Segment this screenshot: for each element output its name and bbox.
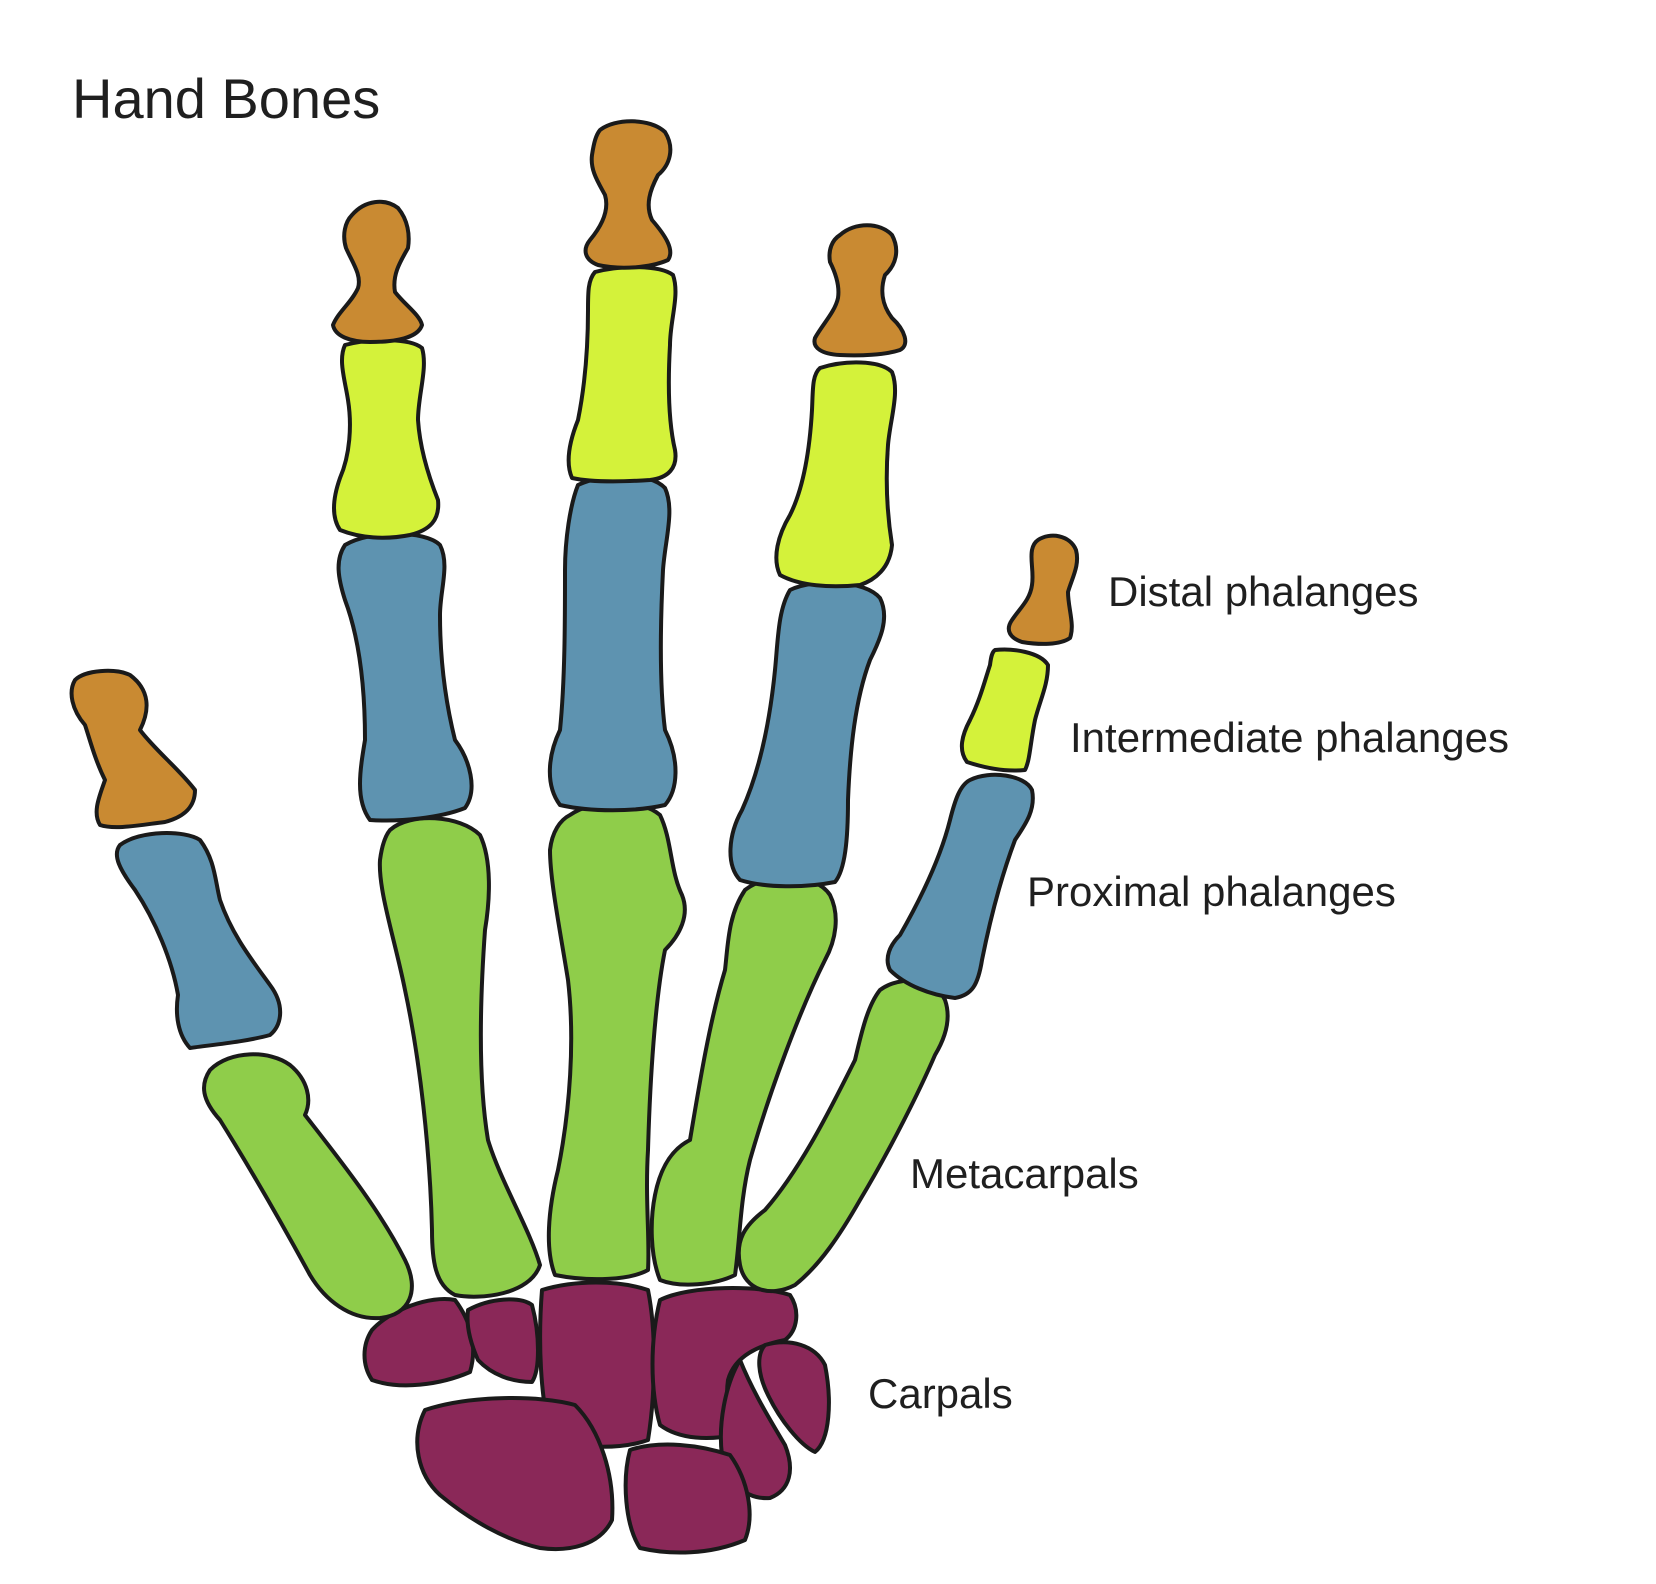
metacarpal-bone <box>377 816 542 1299</box>
proximal-phalanx-bone <box>114 831 283 1050</box>
proximal-phalanx-bone <box>547 473 678 813</box>
distal-phalanx-bone <box>69 668 197 830</box>
carpal-bone <box>757 1340 831 1454</box>
intermediate-phalanx-bone <box>959 647 1050 773</box>
distal-phalanx-bone <box>812 223 908 358</box>
distal-phalanx-bone <box>583 119 673 270</box>
distal-phalanx-bone <box>1006 533 1079 646</box>
carpals-group <box>362 1280 831 1555</box>
label-metacarpals: Metacarpals <box>910 1150 1139 1197</box>
carpal-bone <box>362 1297 476 1388</box>
metacarpal-bone <box>546 800 687 1282</box>
intermediate-phalanx-bone <box>774 360 897 589</box>
label-intermediate-phalanges: Intermediate phalanges <box>1070 714 1509 761</box>
carpal-bone <box>415 1396 615 1552</box>
metacarpal-bone <box>202 1052 414 1321</box>
metacarpal-bone <box>649 875 838 1287</box>
intermediate-phalanx-bone <box>332 338 441 540</box>
metacarpals-group <box>202 800 950 1321</box>
carpal-bone <box>718 1358 792 1501</box>
proximal-phalanx-bone <box>728 580 887 889</box>
proximal-phalanx-bone <box>336 531 474 823</box>
proximal-phalanges-group <box>114 473 1035 1050</box>
diagram-title: Hand Bones <box>72 67 381 130</box>
intermediate-phalanx-bone <box>566 265 678 484</box>
intermediate-phalanges-group <box>332 265 1050 773</box>
label-distal-phalanges: Distal phalanges <box>1108 568 1419 615</box>
metacarpal-bone <box>736 978 950 1294</box>
carpal-bone <box>623 1442 752 1555</box>
distal-phalanges-group <box>69 119 1079 830</box>
carpal-bone <box>465 1297 540 1384</box>
label-carpals: Carpals <box>868 1370 1013 1417</box>
proximal-phalanx-bone <box>885 772 1035 1000</box>
label-proximal-phalanges: Proximal phalanges <box>1027 868 1396 915</box>
distal-phalanx-bone <box>331 199 424 344</box>
